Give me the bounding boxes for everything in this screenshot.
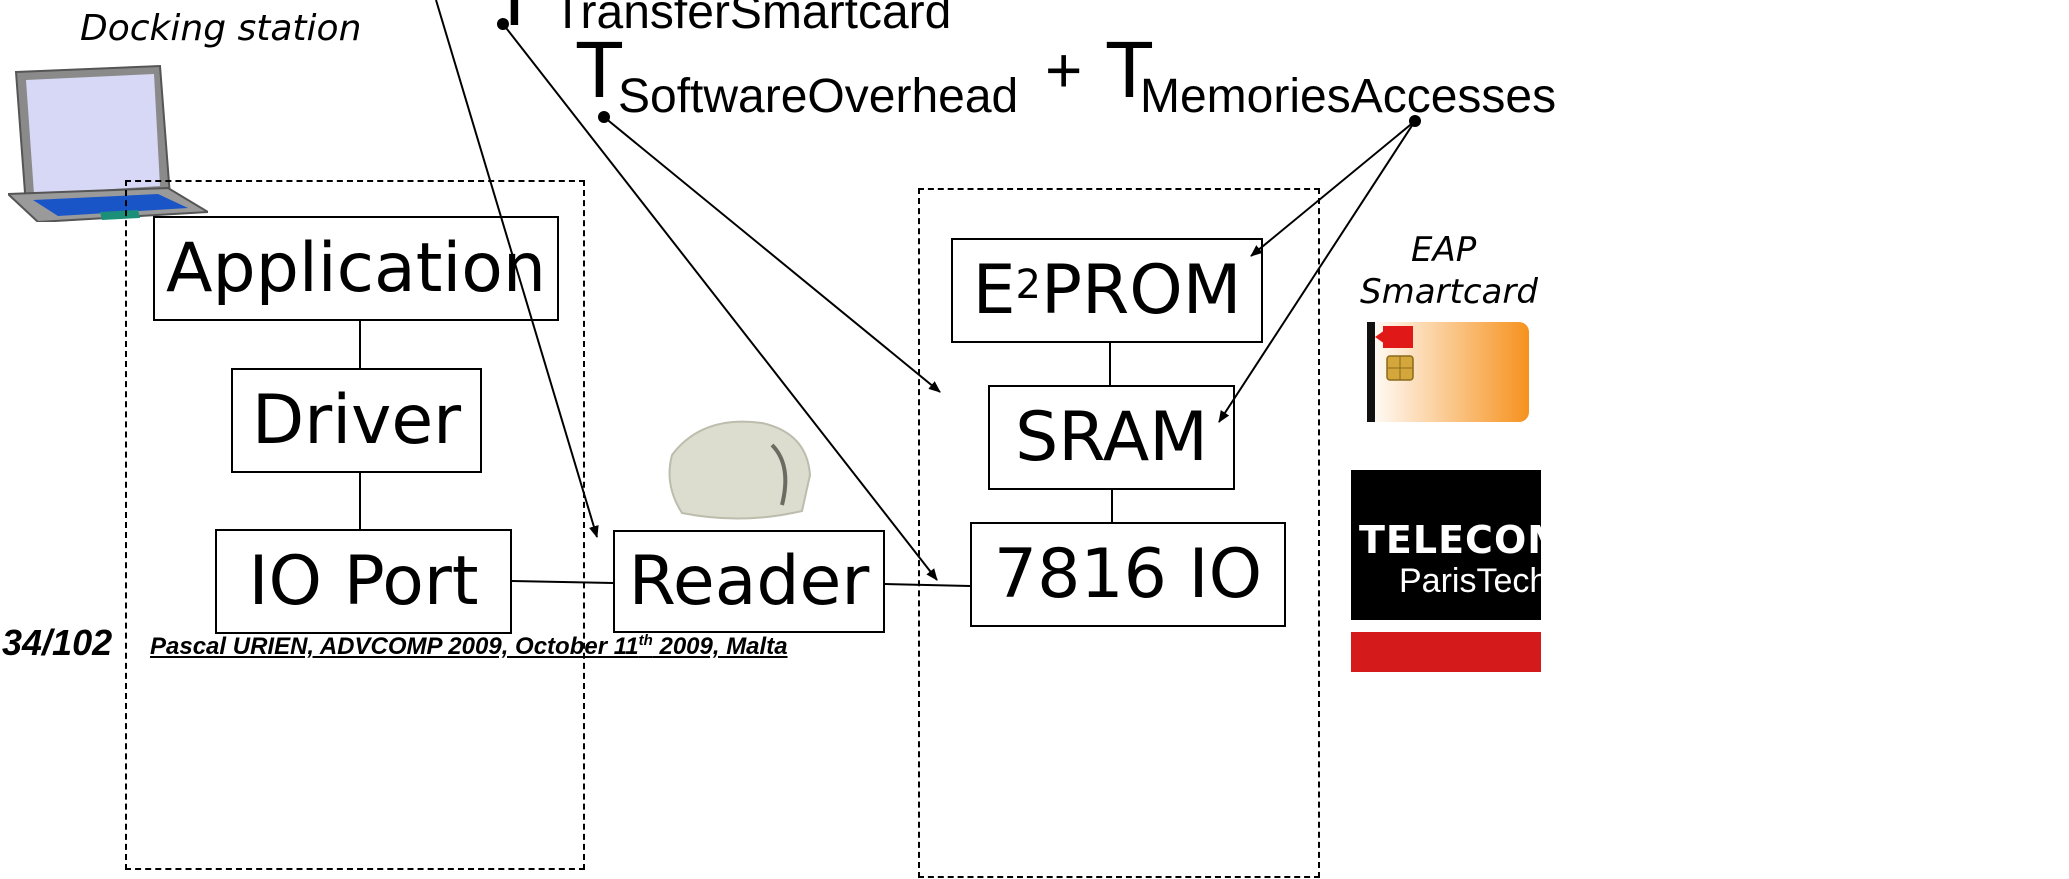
formula-sub-software: SoftwareOverhead bbox=[618, 70, 1019, 123]
logo-line2: ParisTech bbox=[1399, 562, 1549, 600]
formula-sub-memories: MemoriesAccesses bbox=[1140, 70, 1557, 123]
eap-label: EAP bbox=[1411, 230, 1477, 270]
credit-sup: th bbox=[638, 632, 653, 649]
reader-box: Reader bbox=[613, 530, 885, 633]
laptop-icon bbox=[8, 64, 208, 222]
reader-device-image bbox=[668, 420, 812, 520]
software-arrow-to-card bbox=[603, 116, 941, 393]
formula-t1: T bbox=[490, 0, 539, 38]
formula-t3: T bbox=[1105, 25, 1154, 114]
credit-post: 2009, Malta bbox=[652, 633, 788, 660]
smartcard-label: Smartcard bbox=[1360, 272, 1538, 312]
application-box: Application bbox=[153, 216, 559, 321]
formula-t2: T bbox=[575, 25, 624, 114]
smartcard-image bbox=[1367, 322, 1529, 422]
logo-line1: TELECOM bbox=[1359, 518, 1567, 562]
telecom-paristech-logo: TELECOM ParisTech bbox=[1351, 470, 1565, 620]
page-number: 34/102 bbox=[2, 622, 113, 663]
e2prom-label-e: E bbox=[972, 251, 1016, 330]
logo-red-band bbox=[1351, 632, 1541, 672]
docking-station-label: Docking station bbox=[80, 8, 362, 49]
e2prom-label-sup: 2 bbox=[1015, 261, 1041, 308]
sram-box: SRAM bbox=[988, 385, 1235, 490]
credit-line: Pascal URIEN, ADVCOMP 2009, October 11th… bbox=[150, 632, 788, 661]
formula-plus: + bbox=[1045, 34, 1083, 106]
e2prom-label-rest: PROM bbox=[1040, 251, 1242, 330]
credit-pre: Pascal URIEN, ADVCOMP 2009, October 11 bbox=[150, 633, 639, 660]
driver-box: Driver bbox=[231, 368, 482, 473]
io-port-box: IO Port bbox=[215, 529, 512, 634]
io7816-box: 7816 IO bbox=[970, 522, 1286, 627]
